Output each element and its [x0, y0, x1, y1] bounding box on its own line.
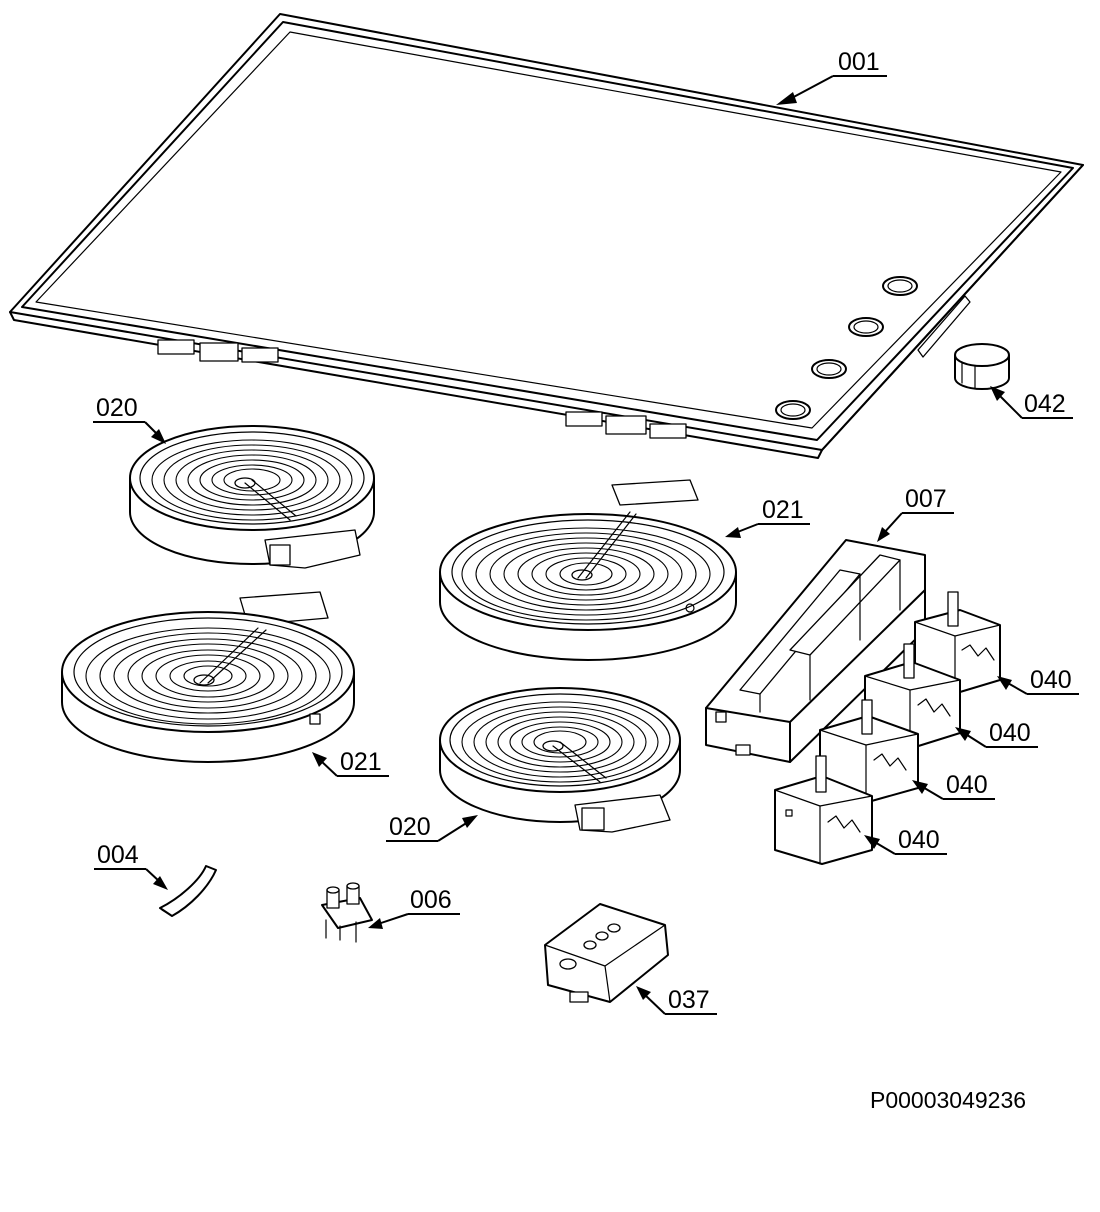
terminal-block-006: [321, 882, 373, 943]
heating-element-020-bottom: [439, 687, 681, 833]
callout-040-b: 040: [955, 719, 1038, 748]
callout-label-021-left: 021: [340, 748, 382, 776]
switch-bracket-007: [705, 539, 926, 763]
heating-element-020-top: [129, 425, 375, 569]
callout-label-004: 004: [97, 841, 139, 869]
callout-label-001: 001: [838, 48, 880, 76]
callout-label-040-a: 040: [1030, 666, 1072, 694]
callout-037: 037: [636, 986, 717, 1015]
heating-element-021-right: [439, 479, 737, 661]
heating-element-021-left: [61, 591, 355, 763]
callout-021-left: 021: [312, 748, 389, 777]
callout-001: 001: [776, 48, 887, 105]
insulation-strip-004: [159, 865, 217, 917]
callout-020-bottom: 020: [386, 813, 478, 842]
callout-021-right: 021: [725, 496, 810, 538]
callout-007: 007: [877, 485, 954, 542]
callout-label-007: 007: [905, 485, 947, 513]
callout-label-037: 037: [668, 986, 710, 1014]
callout-label-040-b: 040: [989, 719, 1031, 747]
hob-glass-top-001: [9, 13, 1084, 459]
callout-040-c: 040: [912, 771, 995, 800]
callout-040-a: 040: [997, 666, 1079, 695]
callout-label-021-right: 021: [762, 496, 804, 524]
callout-label-040-c: 040: [946, 771, 988, 799]
callout-label-006: 006: [410, 886, 452, 914]
energy-regulator-040-d: [774, 755, 873, 865]
control-knob-042: [954, 343, 1010, 390]
callout-040-d: 040: [864, 826, 947, 855]
callout-label-042: 042: [1024, 390, 1066, 418]
connection-block-037: [544, 903, 669, 1003]
callout-label-040-d: 040: [898, 826, 940, 854]
callout-042: 042: [990, 386, 1073, 419]
document-id: P00003049236: [870, 1087, 1026, 1113]
callout-020-top: 020: [93, 394, 166, 444]
callout-label-020-top: 020: [96, 394, 138, 422]
callout-006: 006: [368, 886, 460, 929]
callout-004: 004: [94, 841, 168, 890]
energy-regulator-040-c: [819, 699, 919, 803]
callout-label-020-bottom: 020: [389, 813, 431, 841]
